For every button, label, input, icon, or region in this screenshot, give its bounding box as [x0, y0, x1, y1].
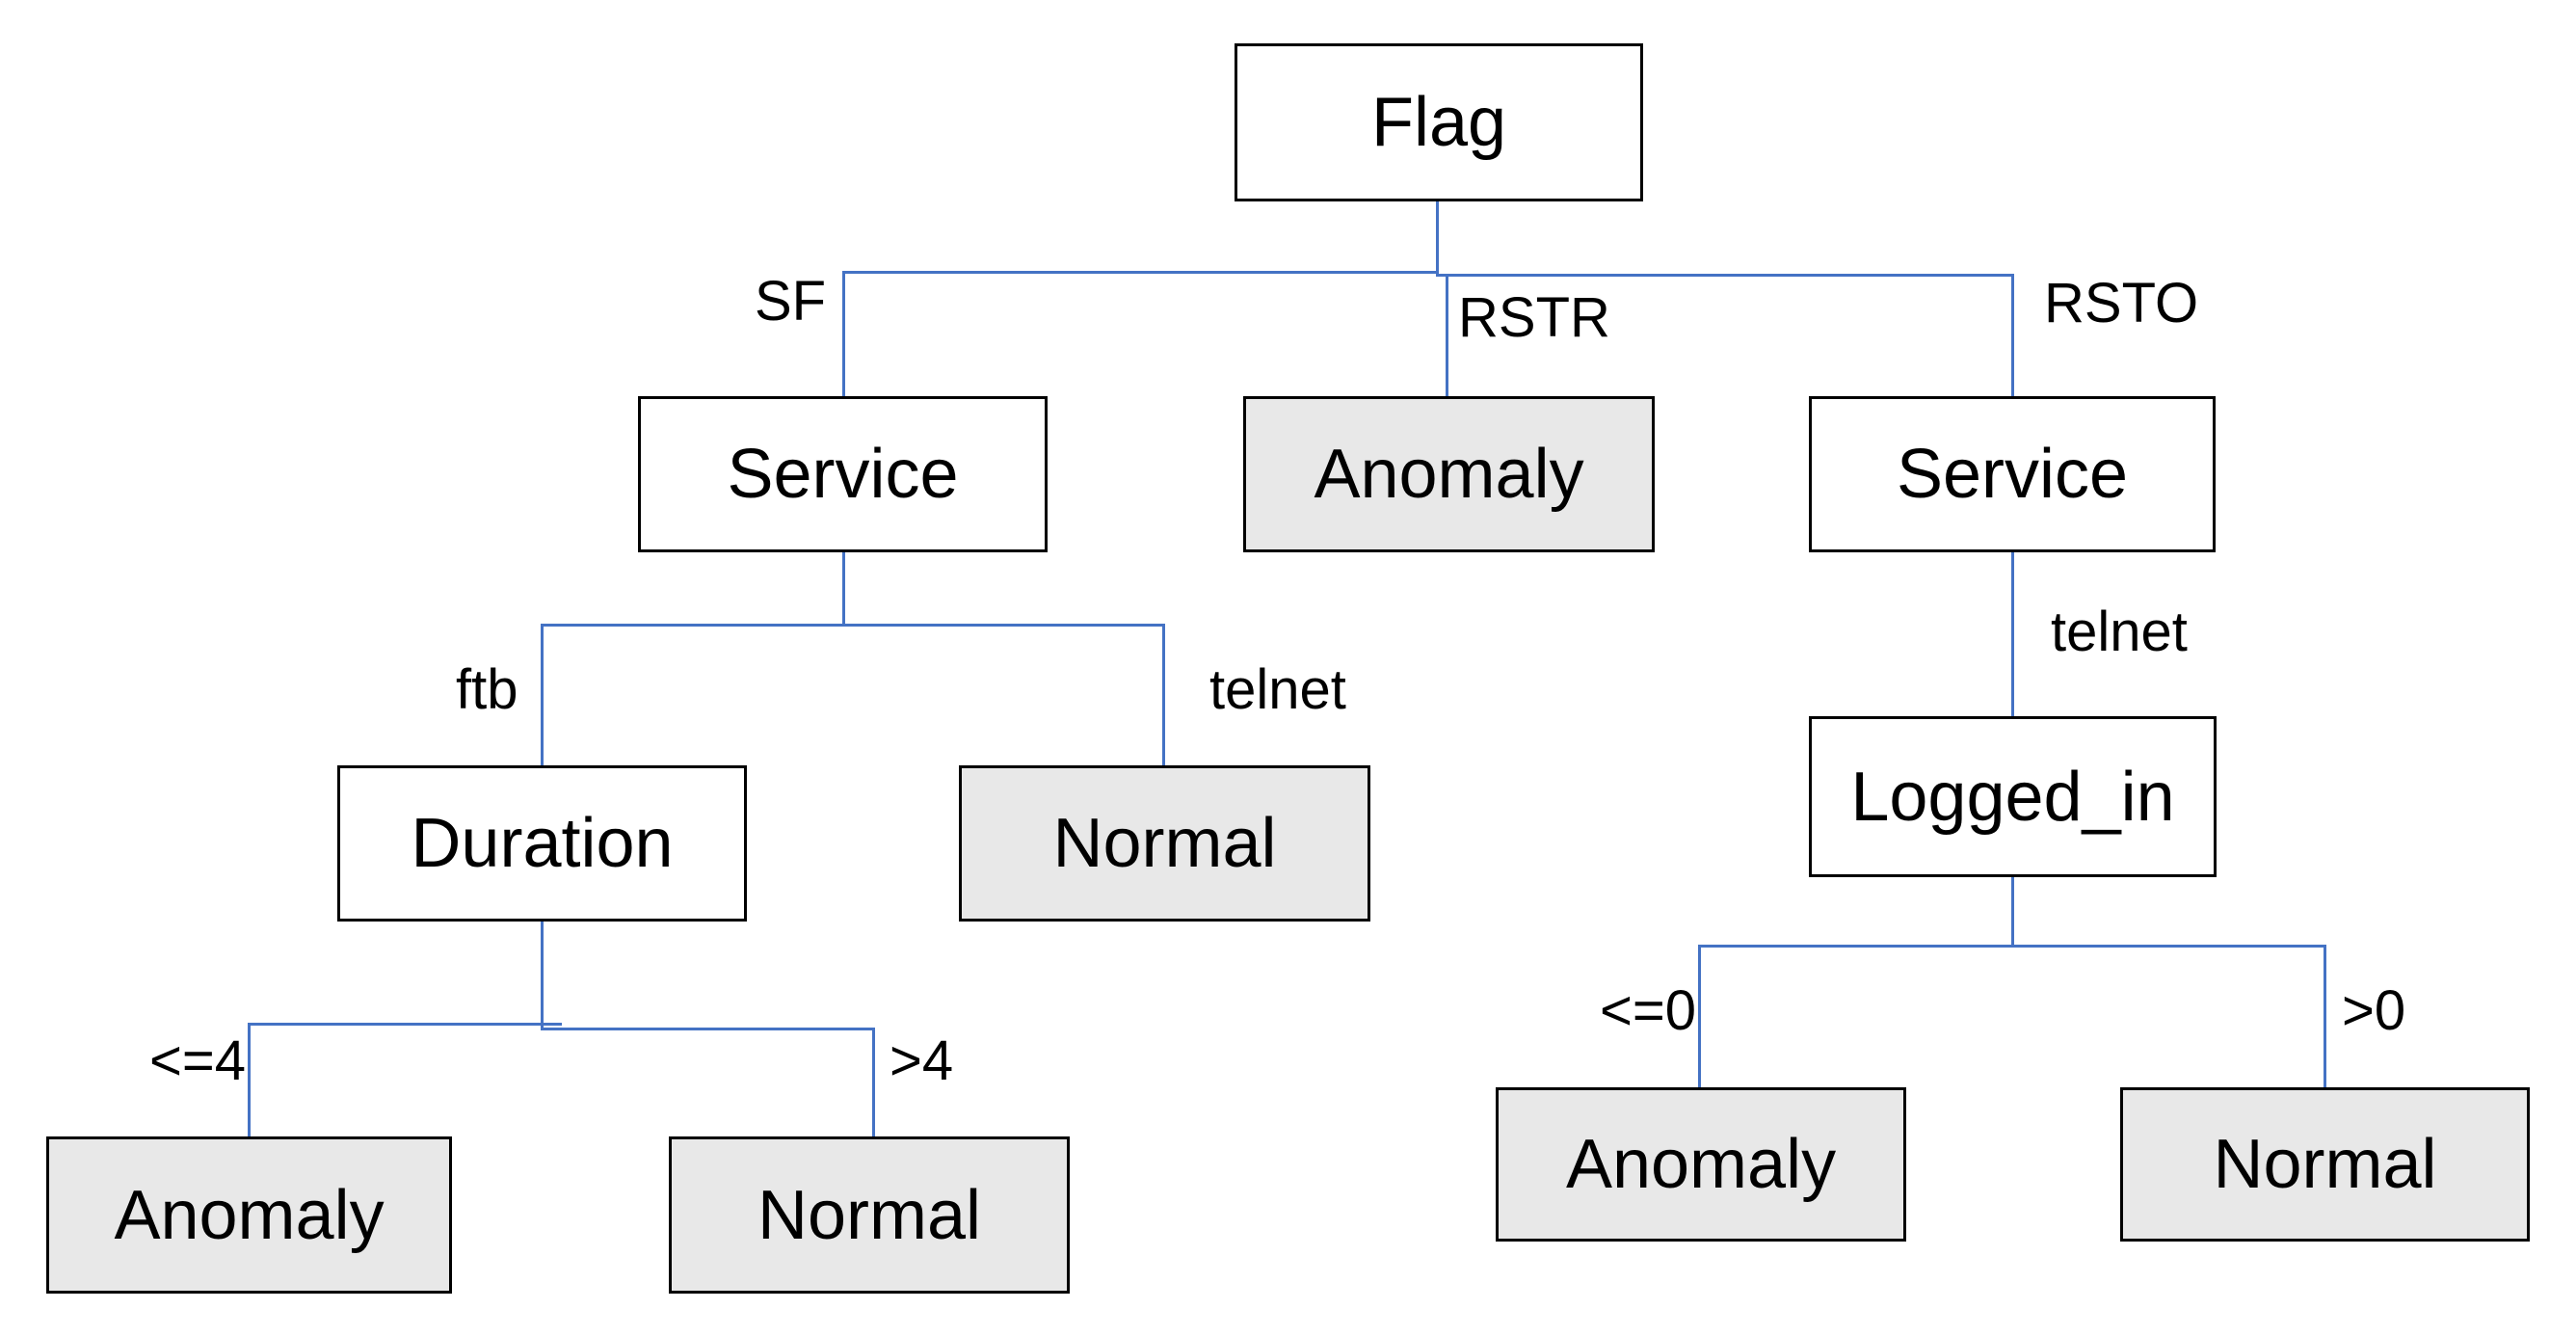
node-anomaly-middle: Anomaly — [1243, 396, 1655, 552]
edge-loggedin-branch — [1698, 945, 2326, 948]
branch-label-sf: SF — [755, 270, 827, 333]
node-duration: Duration — [337, 765, 747, 922]
branch-label-gt4: >4 — [890, 1029, 954, 1092]
node-service-right: Service — [1809, 396, 2216, 552]
node-logged-in: Logged_in — [1809, 716, 2217, 877]
branch-label-le0: <=0 — [1600, 979, 1696, 1042]
edge-flag-drop — [1436, 201, 1439, 274]
edge-duration-branch-right — [541, 1028, 875, 1030]
edge-service-left-drop — [842, 552, 845, 626]
edge-gt4-drop — [872, 1028, 875, 1137]
node-anomaly-bottom-right: Anomaly — [1496, 1087, 1906, 1242]
node-normal-left: Normal — [959, 765, 1370, 922]
edge-telnet-left-drop — [1162, 624, 1165, 766]
node-flag: Flag — [1235, 43, 1643, 201]
edge-top-branch-right — [1436, 274, 2014, 277]
edge-top-branch-left — [843, 271, 1439, 274]
edge-duration-branch-left — [248, 1023, 562, 1026]
branch-label-rstr: RSTR — [1458, 286, 1610, 349]
edge-rsto-drop — [2011, 274, 2014, 397]
edge-duration-drop — [541, 922, 544, 1028]
edge-le4-drop — [248, 1023, 251, 1137]
edge-le0-drop — [1698, 945, 1701, 1088]
node-normal-bottom-left: Normal — [669, 1136, 1070, 1294]
node-normal-bottom-right: Normal — [2120, 1087, 2530, 1242]
edge-service-left-branch — [541, 624, 1165, 627]
node-anomaly-bottom-left: Anomaly — [46, 1136, 452, 1294]
node-service-left: Service — [638, 396, 1048, 552]
branch-label-ftb: ftb — [456, 658, 518, 721]
branch-label-telnet-left: telnet — [1209, 658, 1346, 721]
branch-label-telnet-right: telnet — [2051, 601, 2188, 663]
edge-ftb-drop — [541, 624, 544, 766]
edge-loggedin-drop — [2011, 877, 2014, 947]
branch-label-gt0: >0 — [2342, 979, 2406, 1042]
edge-rstr-drop — [1446, 274, 1448, 397]
branch-label-rsto: RSTO — [2044, 272, 2199, 334]
branch-label-le4: <=4 — [149, 1029, 246, 1092]
edge-gt0-drop — [2324, 945, 2326, 1088]
edge-service-right-drop — [2011, 552, 2014, 717]
edge-sf-drop — [842, 271, 845, 397]
